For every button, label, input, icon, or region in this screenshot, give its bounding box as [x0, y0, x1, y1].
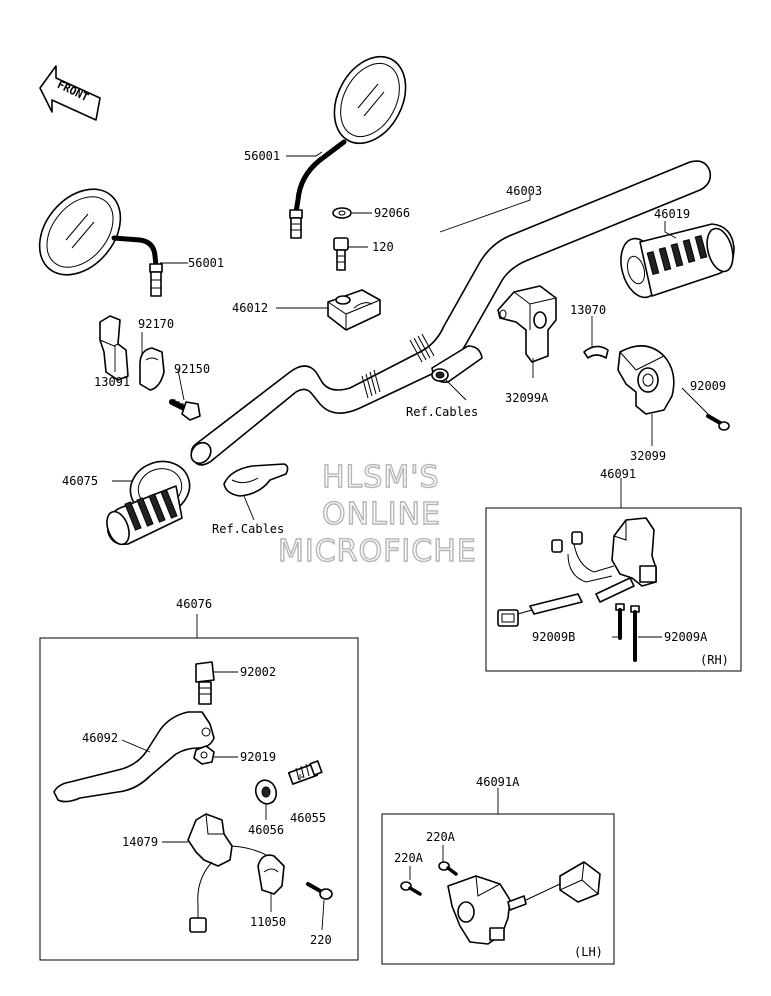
- callout-92150: 92150: [174, 362, 210, 376]
- handlebar-icon: [190, 160, 712, 466]
- callout-92009a: 92009A: [664, 630, 708, 644]
- cable-cover-icon: [223, 463, 289, 497]
- switch-housing-icon: [617, 345, 675, 415]
- bolt-92150-icon: [169, 398, 201, 421]
- cable-fitting-icon: [431, 345, 483, 384]
- callout-13070: 13070: [570, 303, 606, 317]
- watermark-line-1: HLSM'S: [322, 460, 440, 495]
- lever-icon: [53, 711, 215, 803]
- switch-left-icon: [400, 861, 601, 945]
- callout-46092: 46092: [82, 731, 118, 745]
- callout-46056: 46056: [248, 823, 284, 837]
- clip-icon: [583, 345, 609, 359]
- callout-120: 120: [372, 240, 394, 254]
- leader-lines: [112, 151, 709, 931]
- callout-46076: 46076: [176, 597, 212, 611]
- callout-46055: 46055: [290, 811, 326, 825]
- callout-46091: 46091: [600, 467, 636, 481]
- grip-right-icon: [620, 223, 735, 299]
- washer-icon: [332, 207, 352, 219]
- box-label-rh: (RH): [700, 653, 729, 667]
- callout-46012: 46012: [232, 301, 268, 315]
- callout-labels: 56001 56001 92066 120 46012 46003 46019 …: [62, 149, 729, 959]
- callout-92002: 92002: [240, 665, 276, 679]
- screw-220-icon: [306, 882, 333, 900]
- screw-icon: [706, 414, 730, 431]
- adjuster-icon: [287, 760, 323, 785]
- callout-220: 220: [310, 933, 332, 947]
- switch-right-icon: [497, 517, 657, 662]
- callout-46019: 46019: [654, 207, 690, 221]
- callout-92019: 92019: [240, 750, 276, 764]
- callout-46075: 46075: [62, 474, 98, 488]
- throttle-guide-icon: [99, 315, 129, 381]
- clamp-icon: [139, 347, 165, 391]
- callout-92009: 92009: [690, 379, 726, 393]
- callout-56001-right: 56001: [244, 149, 280, 163]
- callout-32099: 32099: [630, 449, 666, 463]
- switch-housing-right-icon: [497, 285, 557, 363]
- handlebar-holder-icon: [327, 289, 381, 331]
- callout-220a-1: 220A: [426, 830, 456, 844]
- mirror-right-icon: [289, 55, 407, 239]
- callout-92066: 92066: [374, 206, 410, 220]
- callout-220a-2: 220A: [394, 851, 424, 865]
- watermark: HLSM'S ONLINE MICROFICHE: [277, 459, 477, 569]
- switch-rh-box: [485, 507, 742, 672]
- callout-56001-left: 56001: [188, 256, 224, 270]
- watermark-line-2: ONLINE: [322, 497, 441, 532]
- front-arrow-icon: FRONT: [39, 65, 101, 121]
- callout-ref-cables-2: Ref.Cables: [212, 522, 284, 536]
- grip-left-icon: [106, 460, 191, 546]
- callout-92170: 92170: [138, 317, 174, 331]
- lever-bolt-icon: [195, 661, 215, 705]
- nut-icon: [193, 745, 215, 765]
- bolt-icon: [333, 237, 349, 271]
- callout-11050: 11050: [250, 915, 286, 929]
- lever-holder-icon: [187, 813, 283, 933]
- callout-92009b: 92009B: [532, 630, 575, 644]
- callout-ref-cables-1: Ref.Cables: [406, 405, 478, 419]
- locknut-icon: [254, 779, 278, 805]
- clamp-11050-icon: [257, 854, 285, 895]
- callout-14079: 14079: [122, 835, 158, 849]
- box-label-lh: (LH): [574, 945, 603, 959]
- callout-13091: 13091: [94, 375, 130, 389]
- callout-46091a: 46091A: [476, 775, 520, 789]
- watermark-line-3: MICROFICHE: [278, 534, 477, 569]
- callout-32099a: 32099A: [505, 391, 549, 405]
- callout-46003: 46003: [506, 184, 542, 198]
- mirror-left-icon: [38, 188, 163, 297]
- lever-assy-box: [39, 637, 359, 961]
